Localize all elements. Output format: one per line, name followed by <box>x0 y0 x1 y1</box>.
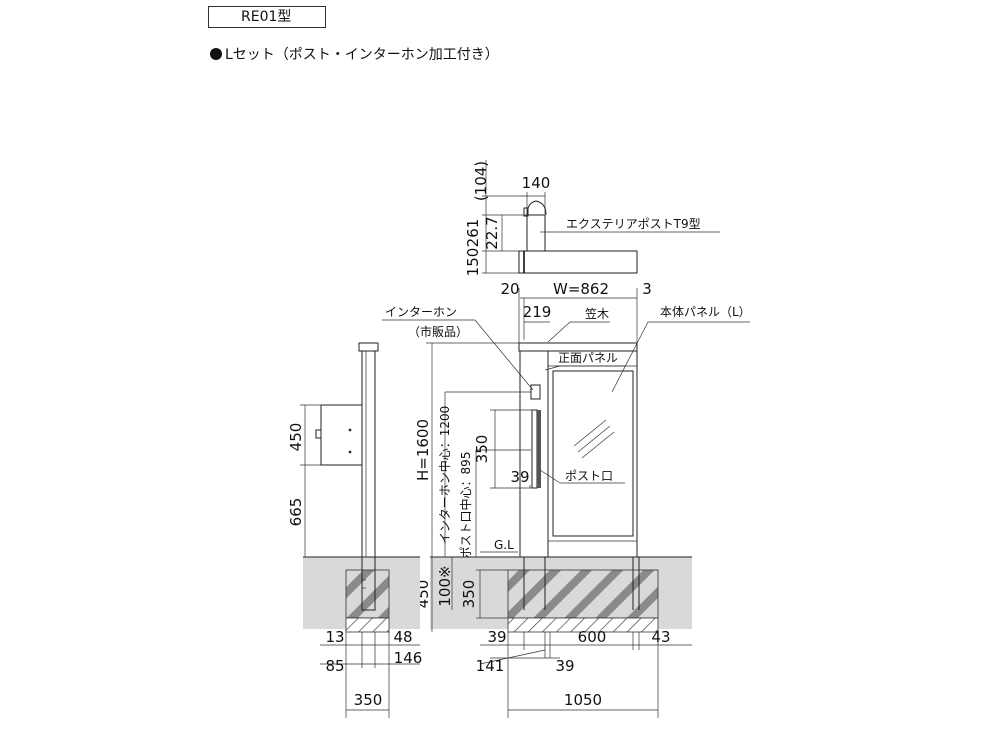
dim-side-85: 85 <box>325 657 344 675</box>
label-front-panel: 正面パネル <box>558 351 618 365</box>
mail-slot <box>531 409 538 489</box>
dim-slot-350: 350 <box>473 435 491 464</box>
label-gl: G.L <box>494 538 514 552</box>
label-intercom-note: （市販品） <box>408 324 468 339</box>
coping-top <box>518 342 638 352</box>
dim-h1600: H=1600 <box>414 419 432 481</box>
label-post-product: エクステリアポストT9型 <box>566 217 701 231</box>
label-coping: 笠木 <box>585 306 609 321</box>
plan-base-rect <box>518 250 638 274</box>
plan-post-top <box>526 200 547 216</box>
label-main-panel: 本体パネル（L） <box>660 305 751 319</box>
front-foundation <box>507 569 659 619</box>
intercom-unit <box>530 384 541 400</box>
dim-side-350: 350 <box>354 691 383 709</box>
dim-side-13: 13 <box>325 628 344 646</box>
label-intercom: インターホン <box>385 305 457 319</box>
plan-view: (104) 261 22.7 150 140 エクステリアポストT9型 <box>464 160 720 276</box>
model-title: RE01型 <box>208 6 326 28</box>
dim-bottom-1050: 1050 <box>564 691 602 709</box>
side-mailbox <box>320 404 363 466</box>
dim-22-7: 22.7 <box>483 216 501 249</box>
side-coping <box>358 342 379 352</box>
side-foundation <box>345 569 390 619</box>
bullet-icon <box>210 48 222 60</box>
dim-261: 261 <box>464 219 482 248</box>
front-foundation-base <box>507 617 659 633</box>
front-view: 20 W=862 3 219 笠木 本体パネル（L） 正面パネル インターホン … <box>382 280 751 718</box>
dim-side-450: 450 <box>287 423 305 452</box>
dim-bottom-600: 600 <box>578 628 607 646</box>
intercom-center: インターホン中心：1200 <box>437 406 452 545</box>
dim-bottom-141: 141 <box>476 657 505 675</box>
front-panel-post <box>519 350 549 558</box>
mail-slot-center: ポスト口中心：895 <box>458 452 473 559</box>
dim-100-note: 100※ <box>436 565 454 606</box>
dim-140: 140 <box>522 174 551 192</box>
dim-104: (104) <box>472 161 490 201</box>
dim-side-665: 665 <box>287 498 305 527</box>
dim-w862: W=862 <box>553 280 609 298</box>
dim-150: 150 <box>464 248 482 277</box>
dim-219: 219 <box>523 303 552 321</box>
side-foundation-base <box>345 617 390 633</box>
dim-350-embed: 350 <box>460 580 478 609</box>
dim-side-48: 48 <box>393 628 412 646</box>
label-mail-slot: ポスト口 <box>565 469 613 483</box>
dim-3: 3 <box>642 280 652 298</box>
side-mailbox-handle <box>315 429 322 439</box>
side-view: 450 665 450 13 48 85 146 350 <box>287 342 423 718</box>
dim-bottom-39a: 39 <box>487 628 506 646</box>
mail-slot-shadow <box>537 410 541 488</box>
dim-bottom-39b: 39 <box>555 657 574 675</box>
dim-20: 20 <box>500 280 519 298</box>
dim-side-146: 146 <box>394 649 423 667</box>
set-subtitle: Lセット（ポスト・インターホン加工付き） <box>210 44 499 64</box>
side-post <box>361 350 376 611</box>
plan-post-latch <box>523 207 529 217</box>
dim-bottom-43: 43 <box>651 628 670 646</box>
dim-39-slot: 39 <box>510 468 529 486</box>
plan-post-body <box>526 214 546 252</box>
main-panel-frame <box>547 350 638 558</box>
main-panel-glass <box>552 370 634 537</box>
subtitle-text: Lセット（ポスト・インターホン加工付き） <box>225 47 499 63</box>
